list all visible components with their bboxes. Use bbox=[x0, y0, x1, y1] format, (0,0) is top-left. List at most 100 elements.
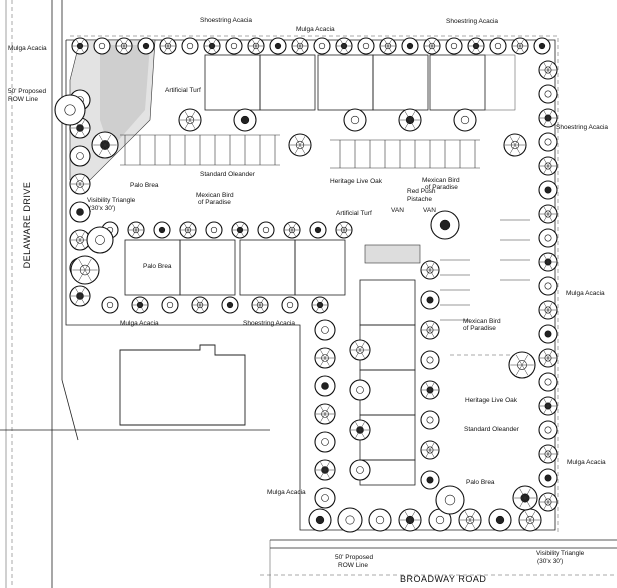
tree-symbol bbox=[401, 37, 419, 55]
tree-symbol bbox=[283, 221, 301, 239]
tree-symbol bbox=[69, 201, 91, 223]
tree-symbol bbox=[251, 296, 269, 314]
tree-symbol bbox=[288, 133, 312, 157]
label-palo-brea-se: Palo Brea bbox=[466, 479, 495, 486]
tree-symbol bbox=[538, 132, 558, 152]
tree-symbol bbox=[231, 221, 249, 239]
tree-symbol bbox=[538, 84, 558, 104]
tree-symbol bbox=[86, 226, 114, 254]
plan-labels: Mulga Acacia 50' Proposed ROW Line Shoes… bbox=[8, 17, 608, 584]
tree-symbol bbox=[70, 255, 100, 285]
label-vis-tri-s-2: (30'x 30') bbox=[537, 558, 563, 565]
label-red-push-1: Red Push bbox=[407, 188, 436, 195]
tree-symbol bbox=[489, 37, 507, 55]
right-buildings bbox=[359, 279, 416, 486]
tree-symbol bbox=[257, 221, 275, 239]
tree-symbol bbox=[538, 396, 558, 416]
label-red-push-2: Pistache bbox=[407, 196, 432, 203]
parking-stalls-east bbox=[440, 219, 530, 356]
tree-symbol bbox=[314, 403, 336, 425]
label-vis-tri-w-1: Visibility Triangle bbox=[87, 197, 136, 204]
tree-symbol bbox=[343, 108, 367, 132]
top-buildings bbox=[204, 54, 516, 111]
tree-symbol bbox=[91, 131, 119, 159]
label-van-2: VAN bbox=[423, 207, 436, 214]
tree-symbol bbox=[281, 296, 299, 314]
tree-symbol bbox=[314, 375, 336, 397]
parking-stalls-top bbox=[120, 134, 480, 169]
tree-symbol bbox=[512, 485, 538, 511]
tree-symbol bbox=[458, 508, 482, 532]
label-mulga-acacia-s: Mulga Acacia bbox=[267, 489, 306, 496]
road-label-delaware: DELAWARE DRIVE bbox=[22, 182, 32, 269]
tree-symbol bbox=[159, 37, 177, 55]
tree-symbol bbox=[269, 37, 287, 55]
tree-symbol bbox=[398, 108, 422, 132]
tree-symbol bbox=[538, 108, 558, 128]
property-boundary bbox=[65, 35, 559, 534]
tree-symbol bbox=[221, 296, 239, 314]
tree-symbol bbox=[247, 37, 265, 55]
tree-symbol bbox=[538, 156, 558, 176]
label-heritage-oak-top: Heritage Live Oak bbox=[330, 178, 383, 185]
label-shoestring-mid: Shoestring Acacia bbox=[243, 320, 295, 327]
landscape-buffer-hatch bbox=[69, 39, 156, 181]
tree-symbol bbox=[101, 296, 119, 314]
tree-symbol bbox=[225, 37, 243, 55]
tree-symbol bbox=[435, 485, 465, 515]
tree-symbol bbox=[93, 37, 111, 55]
label-mexican-bop-1: Mexican Bird bbox=[196, 192, 234, 199]
delaware-drive-road bbox=[5, 0, 79, 588]
tree-symbol bbox=[205, 221, 223, 239]
tree-symbol bbox=[538, 420, 558, 440]
tree-symbol bbox=[291, 37, 309, 55]
tree-symbol bbox=[54, 94, 86, 126]
tree-symbol bbox=[349, 459, 371, 481]
trees-layer bbox=[54, 37, 558, 533]
tree-symbol bbox=[69, 285, 91, 307]
tree-symbol bbox=[309, 221, 327, 239]
tree-symbol bbox=[191, 296, 209, 314]
label-heritage-oak-se: Heritage Live Oak bbox=[465, 397, 518, 404]
tree-symbol bbox=[538, 180, 558, 200]
tree-symbol bbox=[538, 372, 558, 392]
label-mulga-acacia-east: Mulga Acacia bbox=[566, 290, 605, 297]
label-palo-brea-mid: Palo Brea bbox=[143, 263, 172, 270]
tree-symbol bbox=[420, 410, 440, 430]
label-mexican-bop-top-2: of Paradise bbox=[425, 184, 458, 191]
tree-symbol bbox=[420, 470, 440, 490]
tree-symbol bbox=[420, 260, 440, 280]
dumpster-enclosure bbox=[364, 244, 421, 264]
label-row-west-1: 50' Proposed bbox=[8, 88, 46, 95]
label-row-south-2: ROW Line bbox=[338, 562, 368, 569]
tree-symbol bbox=[538, 444, 558, 464]
tree-symbol bbox=[115, 37, 133, 55]
tree-symbol bbox=[233, 108, 257, 132]
tree-symbol bbox=[538, 252, 558, 272]
label-standard-oleander-se: Standard Oleander bbox=[464, 426, 520, 433]
tree-symbol bbox=[420, 380, 440, 400]
label-mulga-top: Mulga Acacia bbox=[296, 26, 335, 33]
label-row-west-2: ROW Line bbox=[8, 96, 38, 103]
label-artificial-turf-top: Artificial Turf bbox=[165, 87, 201, 94]
label-shoestring-top-1: Shoestring Acacia bbox=[200, 17, 252, 24]
label-shoestring-top-2: Shoestring Acacia bbox=[446, 18, 498, 25]
label-row-south-1: 50' Proposed bbox=[335, 554, 373, 561]
label-artificial-turf-mid: Artificial Turf bbox=[336, 210, 372, 217]
tree-symbol bbox=[533, 37, 551, 55]
existing-building bbox=[119, 344, 246, 426]
label-palo-brea-nw: Palo Brea bbox=[130, 182, 159, 189]
tree-symbol bbox=[314, 459, 336, 481]
tree-symbol bbox=[178, 108, 202, 132]
tree-symbol bbox=[508, 351, 536, 379]
tree-symbol bbox=[538, 204, 558, 224]
tree-symbol bbox=[430, 210, 460, 240]
tree-symbol bbox=[313, 37, 331, 55]
tree-symbol bbox=[518, 508, 542, 532]
tree-symbol bbox=[153, 221, 171, 239]
label-mexican-bop-top-1: Mexican Bird bbox=[422, 177, 460, 184]
tree-symbol bbox=[453, 108, 477, 132]
tree-symbol bbox=[71, 37, 89, 55]
tree-symbol bbox=[428, 508, 452, 532]
